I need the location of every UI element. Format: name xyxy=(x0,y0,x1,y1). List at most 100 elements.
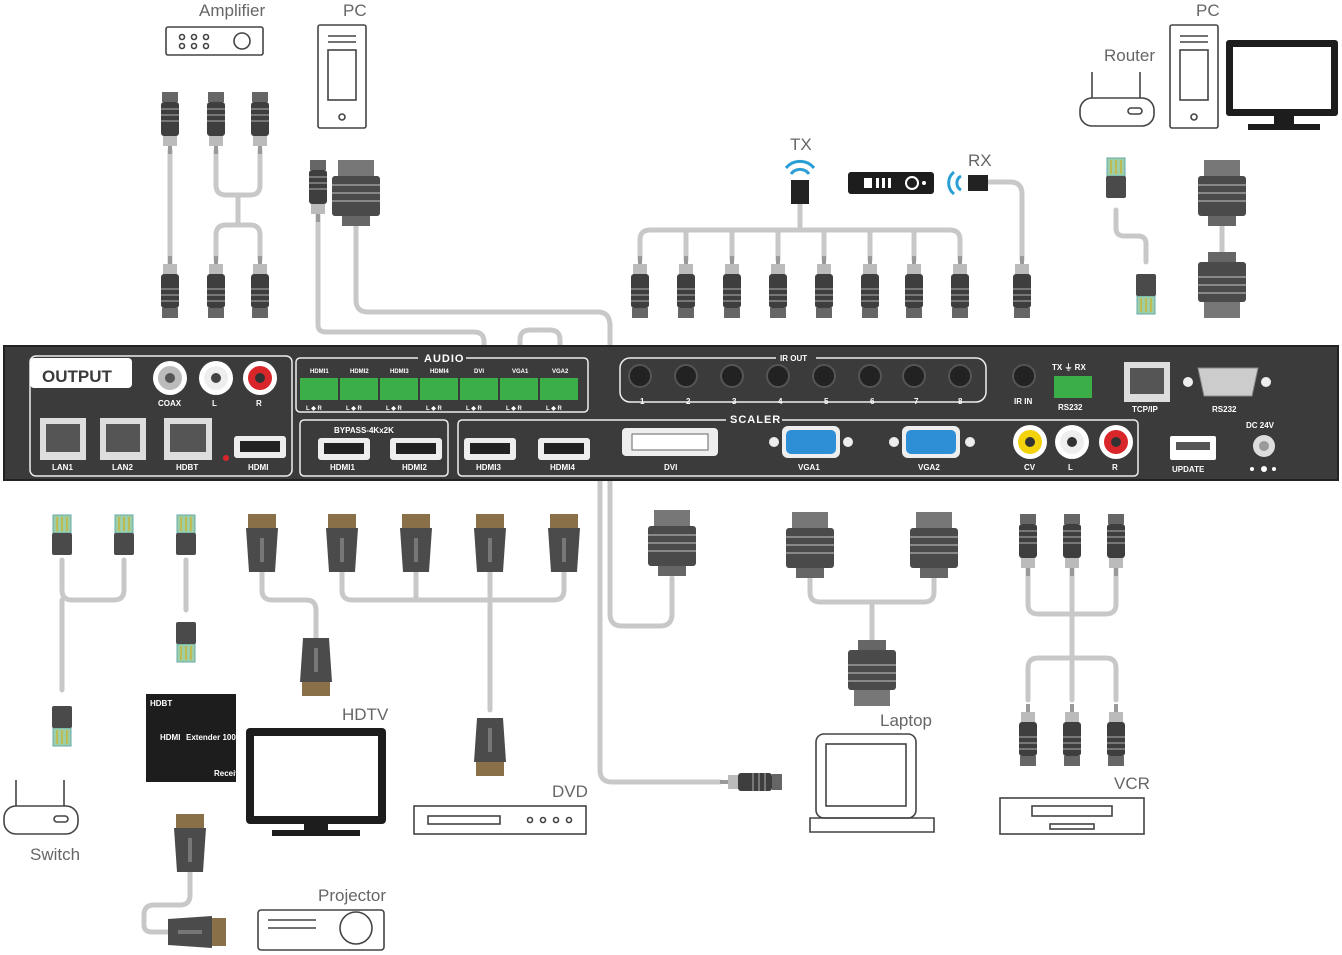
hdtv-icon xyxy=(246,728,386,836)
audio-input-label: HDMI4 xyxy=(430,369,449,375)
hdmi-output-port xyxy=(234,436,286,458)
hdmi-out-label: HDMI xyxy=(248,463,268,472)
output-audio-r-port xyxy=(243,361,277,395)
hdmi2-label: HDMI2 xyxy=(402,463,427,472)
ir-number: 1 xyxy=(640,397,645,406)
audio-lr-label: L ◆ R xyxy=(386,405,403,412)
hdbt-line1: HDMI xyxy=(160,733,180,742)
audio-lr-label: L ◆ R xyxy=(306,405,323,412)
rs232-db9-label: RS232 xyxy=(1212,405,1237,414)
bypass-title: BYPASS-4Kx2K xyxy=(334,426,394,435)
audio-input-label: HDMI1 xyxy=(310,369,329,375)
hdbt-line2: Extender 100M xyxy=(186,733,243,742)
audio-input-label: DVI xyxy=(474,369,484,375)
ir-number: 8 xyxy=(958,397,963,406)
coax-port xyxy=(153,361,187,395)
pc-tower-icon xyxy=(317,24,367,129)
ir-number: 4 xyxy=(778,397,783,406)
router-icon xyxy=(1079,72,1155,127)
hdmi1-label: HDMI1 xyxy=(330,463,355,472)
update-usb-port xyxy=(1170,436,1216,460)
ir-number: 7 xyxy=(914,397,919,406)
vga2-port xyxy=(889,426,975,458)
projector-icon xyxy=(257,909,385,951)
router-label: Router xyxy=(1104,46,1155,65)
audio-input-label: HDMI2 xyxy=(350,369,369,375)
scaler-r-label: R xyxy=(1112,463,1118,472)
lan1-port xyxy=(40,418,86,460)
cv-label: CV xyxy=(1024,463,1036,472)
coax-label: COAX xyxy=(158,399,182,408)
audio-input-label: VGA1 xyxy=(512,369,529,375)
vcr-label: VCR xyxy=(1114,774,1150,793)
rs232-db9-port xyxy=(1183,367,1271,397)
audio-lr-label: L ◆ R xyxy=(546,405,563,412)
vga1-label: VGA1 xyxy=(798,463,820,472)
amplifier-icon xyxy=(165,26,264,56)
hdtv-label: HDTV xyxy=(342,705,389,724)
output-r-label: R xyxy=(256,399,262,408)
rx-label: RX xyxy=(968,151,992,170)
tcpip-port xyxy=(1124,362,1170,402)
output-audio-l-port xyxy=(199,361,233,395)
laptop-label: Laptop xyxy=(880,711,932,730)
lan1-label: LAN1 xyxy=(52,463,73,472)
lan2-label: LAN2 xyxy=(112,463,133,472)
audio-input-label: HDMI3 xyxy=(390,369,409,375)
audio-input-label: VGA2 xyxy=(552,369,569,375)
hdmi4-port xyxy=(538,438,590,460)
pc-top-label: PC xyxy=(343,1,367,20)
remote-control-icon xyxy=(848,172,934,194)
laptop-icon xyxy=(809,733,935,833)
hdmi1-port xyxy=(318,438,370,460)
output-l-label: L xyxy=(212,399,217,408)
tcpip-label: TCP/IP xyxy=(1132,405,1158,414)
hdbt-logo: HDBT xyxy=(150,699,172,708)
rx-receiver-icon xyxy=(947,170,988,196)
ir-number: 5 xyxy=(824,397,829,406)
scaler-title: SCALER xyxy=(730,414,781,426)
hdmi3-label: HDMI3 xyxy=(476,463,501,472)
dvi-port xyxy=(622,428,718,456)
tx-emitter-icon xyxy=(784,159,816,204)
amplifier-label: Amplifier xyxy=(199,1,265,20)
ir-number: 6 xyxy=(870,397,875,406)
audio-lr-label: L ◆ R xyxy=(506,405,523,412)
audio-lr-label: L ◆ R xyxy=(466,405,483,412)
rear-panel: OUTPUT COAX L R LAN1 LAN2 HDBT HDMI xyxy=(3,345,1339,481)
output-title: OUTPUT xyxy=(42,367,113,386)
ir-in-label: IR IN xyxy=(1014,397,1032,406)
dvd-label: DVD xyxy=(552,782,588,801)
hdbt-label: HDBT xyxy=(176,463,198,472)
vcr-icon xyxy=(999,797,1145,835)
dc-label: DC 24V xyxy=(1246,421,1275,430)
plugs xyxy=(51,92,1246,948)
pc-right-label: PC xyxy=(1196,1,1220,20)
lan2-port xyxy=(100,418,146,460)
scaler-audio-r-port xyxy=(1099,425,1133,459)
projector-label: Projector xyxy=(318,886,386,905)
ir-number: 3 xyxy=(732,397,737,406)
hdbt-receiver-icon: HDBT HDMI Extender 100M Receiver xyxy=(146,694,247,782)
audio-lr-label: L ◆ R xyxy=(426,405,443,412)
hdmi4-label: HDMI4 xyxy=(550,463,575,472)
scaler-audio-l-port xyxy=(1055,425,1089,459)
switch-icon xyxy=(3,780,79,835)
tx-label: TX xyxy=(790,135,812,154)
hdbt-port xyxy=(164,418,212,460)
pc-right-icon xyxy=(1169,24,1219,129)
dc-power-jack xyxy=(1250,435,1276,472)
vga1-port xyxy=(769,426,853,458)
audio-title: AUDIO xyxy=(424,353,464,365)
hdbt-line3: Receiver xyxy=(214,769,247,778)
audio-terminals xyxy=(300,378,578,400)
ir-out-jacks xyxy=(628,364,972,388)
audio-lr-label: L ◆ R xyxy=(346,405,363,412)
dvd-player-icon xyxy=(413,805,587,835)
monitor-icon xyxy=(1226,40,1338,130)
cv-port xyxy=(1013,425,1047,459)
ir-out-title: IR OUT xyxy=(780,354,807,363)
ir-number: 2 xyxy=(686,397,691,406)
hdmi3-port xyxy=(464,438,516,460)
